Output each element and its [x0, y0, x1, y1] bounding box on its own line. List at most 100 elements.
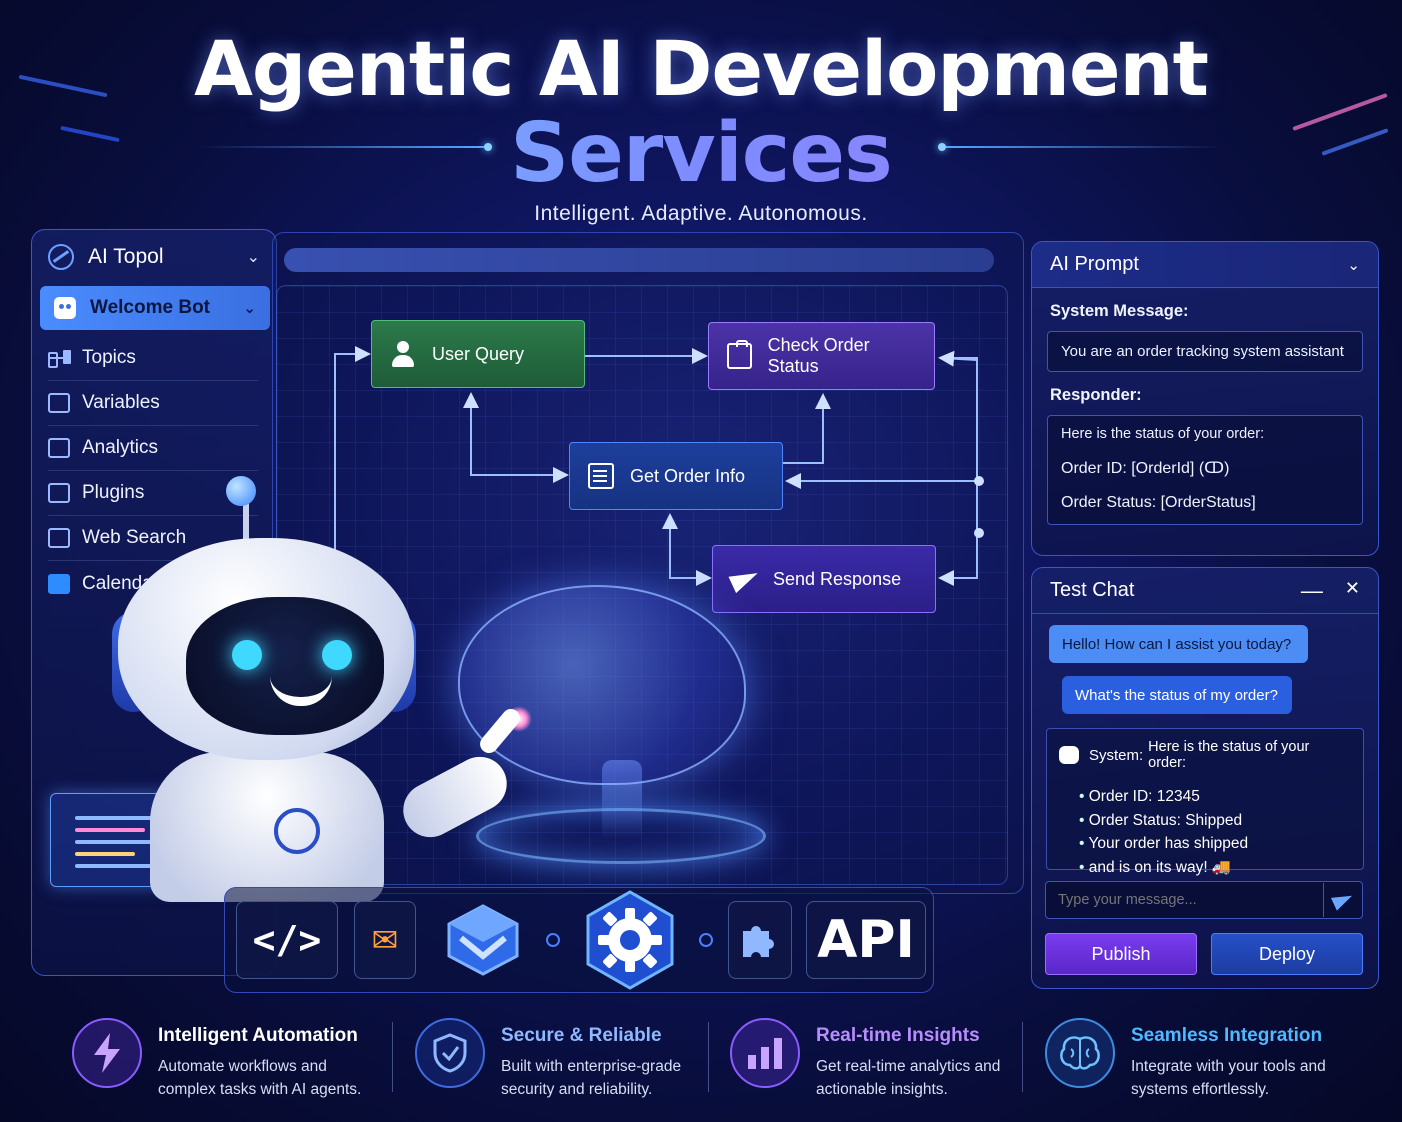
feature-intelligent-automation: Intelligent Automation Automate workflow…	[72, 1018, 368, 1104]
system-message-field[interactable]: You are an order tracking system assista…	[1047, 331, 1363, 372]
page-title: Agentic AI Development	[194, 24, 1209, 113]
sidebar-item-welcome-bot[interactable]: Welcome Bot ⌄	[40, 286, 270, 330]
chevron-down-icon[interactable]: ⌄	[1347, 256, 1360, 274]
sidebar-item-label: Variables	[82, 392, 160, 413]
title-divider-right	[938, 143, 1222, 151]
robot-antenna	[243, 495, 249, 543]
box-icon[interactable]	[437, 901, 529, 979]
flow-node-check-order-status[interactable]: Check Order Status	[708, 322, 935, 390]
bot-icon	[54, 297, 76, 319]
system-prefix: System:	[1088, 746, 1144, 764]
analytics-icon	[48, 438, 70, 458]
list-item: and is on its way! 🚚	[1079, 856, 1351, 880]
feature-divider	[708, 1022, 709, 1092]
connector-dot	[546, 933, 560, 947]
chat-message-input[interactable]	[1045, 881, 1363, 919]
sidebar-item-label: Plugins	[82, 482, 145, 503]
robot-smile	[270, 676, 332, 706]
puzzle-icon[interactable]	[728, 901, 792, 979]
flow-node-send-response[interactable]: Send Response	[712, 545, 936, 613]
robot-eye-right	[322, 640, 352, 670]
sidebar-item-label: Web Search	[82, 527, 187, 548]
brain-icon	[1045, 1018, 1115, 1088]
list-icon	[588, 463, 614, 489]
clipboard-icon	[727, 340, 752, 369]
paper-plane-icon	[1330, 889, 1355, 911]
panel-title: Test Chat	[1050, 579, 1135, 601]
feature-title: Real-time Insights	[816, 1025, 980, 1046]
paper-plane-icon	[731, 566, 757, 592]
window-controls: — ✕	[1301, 578, 1360, 604]
responder-line: Here is the status of your order:	[1061, 426, 1265, 442]
sidebar-item-analytics[interactable]: Analytics	[48, 426, 258, 471]
sidebar-item-topics[interactable]: Topics	[48, 336, 258, 381]
ai-prompt-panel: AI Prompt ⌄ System Message: You are an o…	[1031, 241, 1379, 556]
responder-line: Order Status: [OrderStatus]	[1061, 494, 1256, 511]
feature-description: Integrate with your tools and systems ef…	[1131, 1058, 1326, 1098]
code-icon[interactable]: </>	[236, 901, 338, 979]
responder-label: Responder:	[1050, 386, 1142, 404]
deploy-button[interactable]: Deploy	[1211, 933, 1363, 975]
sidebar-item-variables[interactable]: Variables	[48, 381, 258, 426]
send-message-button[interactable]	[1323, 883, 1361, 917]
tagline: Intelligent. Adaptive. Autonomous.	[534, 202, 868, 225]
brand-logo-icon	[48, 244, 74, 270]
close-icon[interactable]: ✕	[1344, 577, 1360, 598]
feature-description: Automate workflows and complex tasks wit…	[158, 1058, 362, 1098]
connector-dot	[699, 933, 713, 947]
canvas-scrollbar[interactable]	[284, 248, 994, 272]
page-title-highlight: Services	[0, 106, 1402, 201]
sidebar-item-label: Analytics	[82, 437, 159, 458]
publish-button[interactable]: Publish	[1045, 933, 1197, 975]
ai-prompt-header[interactable]: AI Prompt ⌄	[1032, 242, 1378, 288]
sidebar-item-web-search[interactable]: Web Search	[48, 516, 258, 561]
system-reply-text: Here is the status of your order:	[1148, 739, 1310, 771]
system-message-label: System Message:	[1050, 302, 1189, 320]
test-chat-header: Test Chat — ✕	[1032, 568, 1378, 614]
sidebar-header[interactable]: AI Topol ⌄	[32, 230, 276, 284]
hologram-halo	[476, 808, 766, 864]
lightning-icon	[72, 1018, 142, 1088]
feature-secure-reliable: Secure & Reliable Built with enterprise-…	[415, 1018, 711, 1104]
api-icon[interactable]: API	[806, 901, 926, 979]
robot-body	[150, 752, 384, 902]
sidebar-item-label: Topics	[82, 347, 136, 368]
minimize-icon[interactable]: —	[1300, 577, 1323, 603]
bot-icon	[1059, 746, 1079, 764]
sidebar-item-plugins[interactable]: Plugins	[48, 471, 258, 516]
flow-node-user-query[interactable]: User Query	[371, 320, 585, 388]
robot-eye-left	[232, 640, 262, 670]
flow-node-label: Send Response	[773, 568, 902, 589]
bot-greeting-bubble: Hello! How can I assist you today?	[1049, 625, 1308, 663]
feature-realtime-insights: Real-time Insights Get real-time analyti…	[730, 1018, 1026, 1104]
title-divider-left	[198, 143, 492, 151]
feature-description: Built with enterprise-grade security and…	[501, 1058, 682, 1098]
list-item: Order Status: Shipped	[1079, 809, 1351, 833]
feature-seamless-integration: Seamless Integration Integrate with your…	[1045, 1018, 1341, 1104]
list-item: Order ID: 12345	[1079, 785, 1351, 809]
robot-visor	[186, 597, 384, 735]
calendar-icon	[48, 573, 70, 594]
feature-divider	[1022, 1022, 1023, 1092]
chevron-down-icon[interactable]: ⌄	[246, 249, 260, 266]
panel-title: AI Prompt	[1050, 253, 1139, 275]
robot-antenna-ball	[226, 476, 256, 506]
order-details-list: Order ID: 12345 Order Status: Shipped Yo…	[1079, 785, 1351, 879]
gear-icon[interactable]	[578, 890, 682, 990]
responder-field[interactable]: Here is the status of your order: Order …	[1047, 415, 1363, 525]
feature-title: Intelligent Automation	[158, 1025, 358, 1046]
list-item: Your order has shipped	[1079, 832, 1351, 856]
mail-icon[interactable]: ✉	[354, 901, 416, 979]
variables-icon	[48, 393, 70, 413]
sidebar-item-label: Welcome Bot	[90, 297, 211, 318]
user-message-bubble: What's the status of my order?	[1062, 676, 1292, 714]
feature-description: Get real-time analytics and actionable i…	[816, 1058, 1001, 1098]
plugins-icon	[48, 483, 70, 503]
chevron-down-icon[interactable]: ⌄	[243, 300, 256, 317]
flow-node-get-order-info[interactable]: Get Order Info	[569, 442, 783, 510]
topics-icon	[48, 348, 70, 368]
flow-node-label: Check Order Status	[767, 335, 870, 376]
sidebar-title: AI Topol	[88, 245, 164, 268]
bar-chart-icon	[730, 1018, 800, 1088]
feature-divider	[392, 1022, 393, 1092]
